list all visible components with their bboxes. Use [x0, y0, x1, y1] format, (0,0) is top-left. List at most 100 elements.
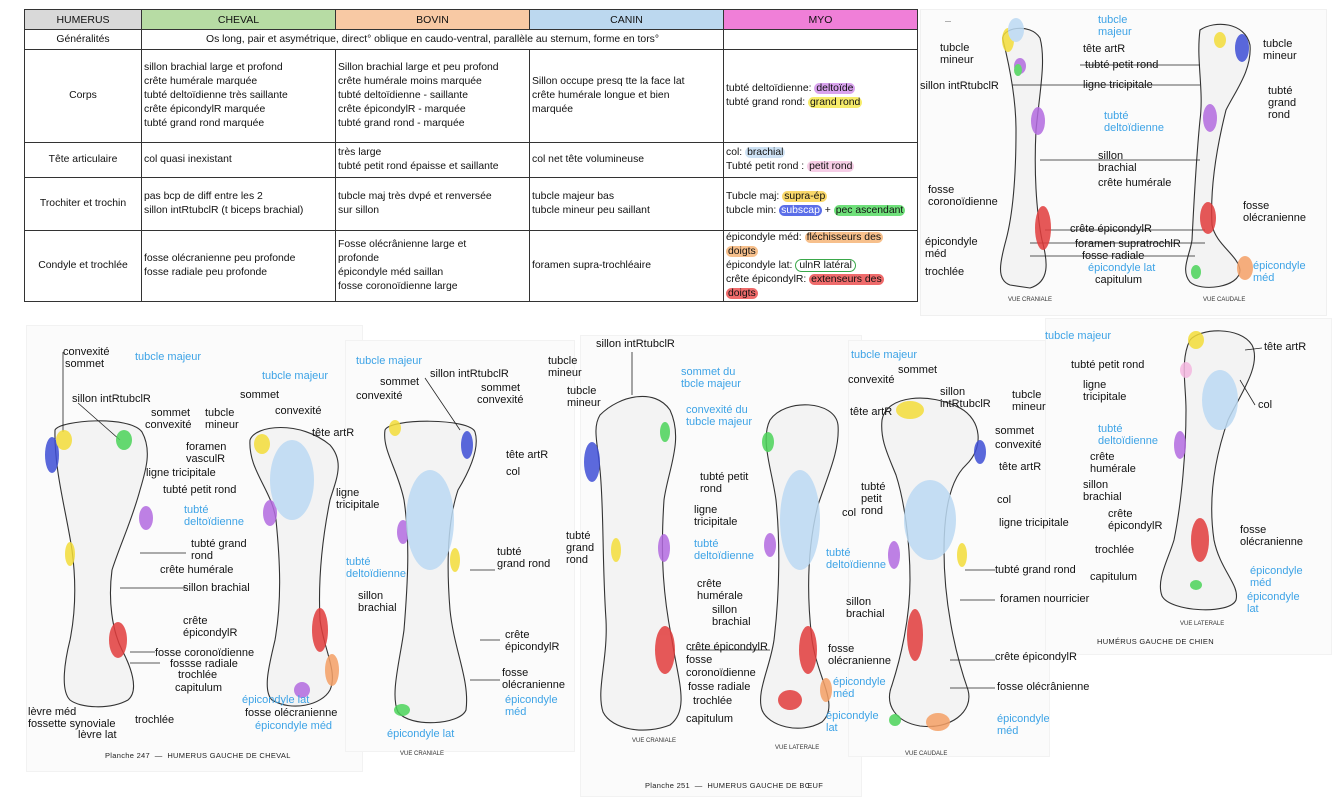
cell-line: pas bcp de diff entre les 2	[144, 191, 263, 202]
cow-sillon-intR-label: sillon intRtubclR	[430, 368, 509, 380]
cell-line: sur sillon	[338, 205, 379, 216]
dog-top-tubcle-mineur-r-label: tubcle mineur	[1263, 38, 1297, 62]
cell-cheval: col quasi inexistant	[141, 142, 336, 178]
cow-tubcle-majeur-label: tubcle majeur	[356, 355, 423, 367]
cell-canin: col net tête volumineuse	[529, 142, 724, 178]
cow2-sillon-intR-label: sillon intRtubclR	[596, 338, 675, 350]
cell-line: crête humérale moins marquée	[338, 76, 482, 87]
cell-line: crête épicondylR - marquée	[338, 104, 466, 115]
myo-line: tubcle min: subscap + pec ascendant	[726, 204, 915, 218]
cell-line: tubcle mineur peu saillant	[532, 205, 650, 216]
dog-top-dash-label: ---	[945, 19, 951, 25]
cow-crete-epicondylR-label: crête épicondylR	[505, 629, 560, 653]
cow2-ligne-tric-label: ligne tricipitale	[694, 504, 738, 528]
horse-fosse-corono-label: fosse coronoïdienne	[155, 647, 255, 659]
cow2-tubte-label: tubté petit rond	[861, 481, 886, 517]
cell-line: crête humérale longue et bien	[532, 90, 670, 101]
dog-bottom-epicondyle-med-label: épicondyle méd	[997, 713, 1050, 737]
cow2-tubcle-mineur-label: tubcle mineur	[567, 385, 601, 409]
dog-top-sillon-intR-label: sillon intRtubclR	[920, 80, 999, 92]
horse-convexite3-label: convexité	[145, 419, 192, 431]
cell-line: Sillon occupe presq tte la face lat	[532, 76, 685, 87]
horse-crete-humerale-label: crête humérale	[160, 564, 234, 576]
cow-epicondyle-lat-label: épicondyle lat	[387, 728, 455, 740]
cow2-tubte-grand-rond-label: tubté grand rond	[566, 530, 595, 566]
dog-top-tubcle-majeur-label: tubcle majeur	[1098, 14, 1132, 38]
dog-top-tubte-grand-rond-label: tubté grand rond	[1268, 85, 1297, 121]
myo-line: épicondyle lat: ulnR latéral	[726, 259, 915, 273]
horse-tubte-deltoid-label: tubté deltoïdienne	[184, 504, 244, 528]
table-header-row: HUMERUS CHEVAL BOVIN CANIN MYO	[24, 9, 918, 30]
cow-vue-cran-label: VUE CRANIALE	[400, 751, 445, 757]
dog-lat-fosse-olec-label: fosse olécranienne	[1240, 524, 1303, 548]
dog-lat-tubcle-majeur-label: tubcle majeur	[1045, 330, 1112, 342]
dog-top-epicondyle-med-r-label: épicondyle méd	[1253, 260, 1306, 284]
horse-levre-lat-label: lèvre lat	[78, 729, 117, 741]
cow-col-label: col	[506, 466, 521, 478]
dog-lat-sillon-brachial-label: sillon brachial	[1083, 479, 1122, 503]
myo-segment: pec ascendant	[833, 205, 906, 216]
cow2-fosse-radiale-label: fosse radiale	[688, 681, 751, 693]
dog-top-tubte-petit-rond-label: tubté petit rond	[1085, 59, 1159, 71]
cow2-crete-epicondylR-label: crête épicondylR	[686, 641, 768, 653]
cow2-fosse-label: fosse	[686, 654, 713, 666]
dog-top-ligne-tricc-label: ligne tricipitale	[1083, 79, 1153, 91]
myo-segment: +	[821, 205, 834, 216]
myo-segment: tubcle min:	[726, 205, 780, 216]
cell-line: tubté grand rond marquée	[144, 118, 265, 129]
horse-fossette-label: fossette synoviale	[28, 718, 116, 730]
dog-bottom-tete-artR-label: tête artR	[999, 461, 1042, 473]
header-humerus: HUMERUS	[24, 9, 142, 30]
dog-bottom-vue-caud-label: VUE CAUDALE	[905, 751, 948, 757]
cell-line: tubcle majeur bas	[532, 191, 615, 202]
cell-line: sillon intRtubclR (t biceps brachial)	[144, 205, 304, 216]
horse-trochlee-label: trochlée	[178, 669, 218, 681]
cow-tete-artR-label: tête artR	[506, 449, 549, 461]
myo-segment: Tubté petit rond :	[726, 161, 808, 172]
dog-top-crete-epicondylR-label: crête épicondylR	[1070, 223, 1152, 235]
cell-line: fosse olécranienne peu profonde	[144, 253, 296, 264]
cow2-tubte-delt-label: tubté deltoïdienne	[694, 538, 754, 562]
myo-segment: supra-ép	[782, 191, 828, 202]
row-label: Corps	[24, 49, 142, 143]
cell-line: épicondyle méd saillan	[338, 267, 444, 278]
cow2-epicondyle-lat-label: épicondyle lat	[826, 710, 879, 734]
myo-segment: fléchisseurs des	[804, 232, 884, 243]
dog-lat-crete-epicondylR-label: crête épicondylR	[1108, 508, 1163, 532]
horse-capitulum-label: capitulum	[175, 682, 223, 694]
dog-bottom-crete-epicondylR-label: crête épicondylR	[995, 651, 1077, 663]
horse-trochlee2-label: trochlée	[135, 714, 175, 726]
dog-bottom-col-label: col	[997, 494, 1012, 506]
horse-caption-label: Planche 247 — HUMERUS GAUCHE DE CHEVAL	[105, 751, 291, 760]
cell-line: tubté deltoïdienne très saillante	[144, 90, 288, 101]
dog-lat-ligne-tric-label: ligne tricipitale	[1083, 379, 1127, 403]
cell-line: crête humérale marquée	[144, 76, 258, 87]
cell-canin: Sillon occupe presq tte la face lat crête…	[529, 49, 724, 143]
horse-crete-epicondylR-label: crête épicondylR	[183, 615, 238, 639]
horse-convexite-label: convexité	[63, 346, 110, 358]
myo-line: tubté deltoïdienne: deltoïde	[726, 82, 915, 96]
horse-epicondyle-med-label: épicondyle méd	[255, 720, 333, 732]
dog-top-crete-humerale-label: crête humérale	[1098, 177, 1172, 189]
header-myo: MYO	[723, 9, 918, 30]
cow2-coronoidienne-label: coronoïdienne	[686, 667, 756, 679]
dog-humerus-top-panel	[920, 9, 1327, 316]
horse-tubcle-mineur-label: tubcle mineur	[205, 407, 239, 431]
horse-tubte-petit-rond-label: tubté petit rond	[163, 484, 237, 496]
cow2-tubte-petit-rond-label: tubté petit rond	[700, 471, 749, 495]
horse-fosse-olec-label: fosse olécranienne	[245, 707, 338, 719]
cow2-tete-artR-label: tête artR	[850, 406, 893, 418]
myo-segment: épicondyle méd:	[726, 232, 805, 243]
dog-top-vue-cran-label: VUE CRANIALE	[1008, 297, 1053, 303]
myo-line: crête épicondylR: extenseurs des	[726, 273, 915, 287]
cow-sommet-label: sommet	[380, 376, 420, 388]
myo-line: doigts	[726, 245, 915, 259]
cell-line: marquée	[532, 104, 574, 115]
horse-convexite2-label: convexité	[275, 405, 322, 417]
